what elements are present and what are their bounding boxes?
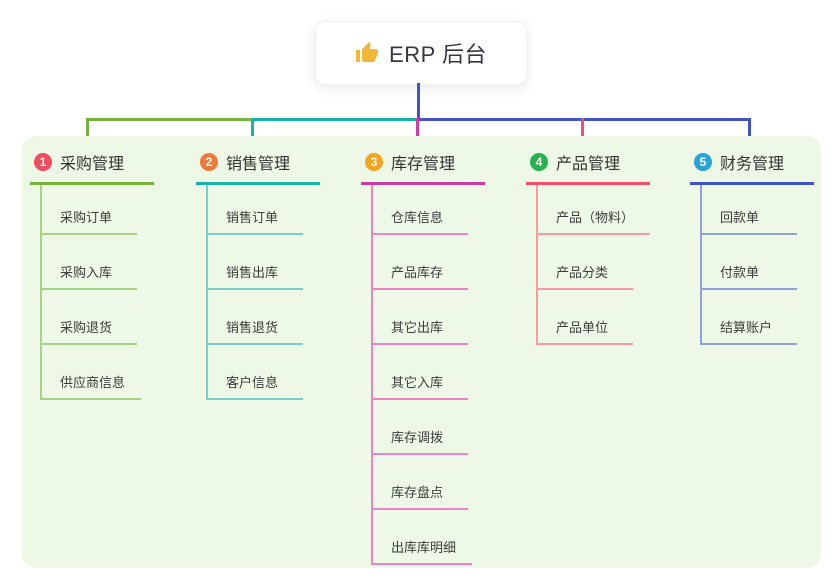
node-product-stock[interactable]: 产品库存 xyxy=(371,235,468,290)
branch-inventory: 3 库存管理 仓库信息 产品库存 其它出库 其它入库 库存调拨 库存盘点 出库库… xyxy=(361,146,511,565)
node-product-material[interactable]: 产品（物料） xyxy=(536,185,651,235)
node-payment-bill[interactable]: 付款单 xyxy=(700,235,797,290)
node-product-category[interactable]: 产品分类 xyxy=(536,235,633,290)
node-supplier-info[interactable]: 供应商信息 xyxy=(40,345,142,400)
node-outbound-detail[interactable]: 出库库明细 xyxy=(371,510,473,565)
node-customer-info[interactable]: 客户信息 xyxy=(206,345,303,400)
node-purchase-return[interactable]: 采购退货 xyxy=(40,290,137,345)
branch-header-inventory[interactable]: 3 库存管理 xyxy=(361,146,485,185)
branch-header-sales[interactable]: 2 销售管理 xyxy=(196,146,320,185)
root-node-erp[interactable]: ERP 后台 xyxy=(315,21,527,85)
branch-header-finance[interactable]: 5 财务管理 xyxy=(690,146,814,185)
node-sales-return[interactable]: 销售退货 xyxy=(206,290,303,345)
branch-title: 销售管理 xyxy=(226,156,291,173)
branch-title: 财务管理 xyxy=(720,156,785,173)
thumbs-up-icon xyxy=(355,41,379,65)
connector-drop-inventory xyxy=(416,118,419,145)
root-title: ERP 后台 xyxy=(389,42,487,67)
node-purchase-order[interactable]: 采购订单 xyxy=(40,185,137,235)
connector-bus-left xyxy=(86,118,253,121)
node-sales-order[interactable]: 销售订单 xyxy=(206,185,303,235)
node-other-inbound[interactable]: 其它入库 xyxy=(371,345,468,400)
connector-root-drop xyxy=(417,83,420,118)
node-product-unit[interactable]: 产品单位 xyxy=(536,290,633,345)
branch-header-product[interactable]: 4 产品管理 xyxy=(526,146,650,185)
branch-sales: 2 销售管理 销售订单 销售出库 销售退货 客户信息 xyxy=(196,146,346,400)
node-receipt-bill[interactable]: 回款单 xyxy=(700,185,797,235)
badge-3: 3 xyxy=(365,153,383,171)
node-warehouse-info[interactable]: 仓库信息 xyxy=(371,185,468,235)
badge-5: 5 xyxy=(694,153,712,171)
node-stock-transfer[interactable]: 库存调拨 xyxy=(371,400,468,455)
branch-title: 采购管理 xyxy=(60,156,125,173)
connector-drop-sales xyxy=(251,118,254,145)
badge-4: 4 xyxy=(530,153,548,171)
branches-panel xyxy=(22,136,821,568)
node-settlement-account[interactable]: 结算账户 xyxy=(700,290,797,345)
connector-bus-right xyxy=(417,118,751,121)
node-other-outbound[interactable]: 其它出库 xyxy=(371,290,468,345)
node-purchase-inbound[interactable]: 采购入库 xyxy=(40,235,137,290)
node-stock-count[interactable]: 库存盘点 xyxy=(371,455,468,510)
node-sales-outbound[interactable]: 销售出库 xyxy=(206,235,303,290)
branch-purchase: 1 采购管理 采购订单 采购入库 采购退货 供应商信息 xyxy=(30,146,180,400)
branch-finance: 5 财务管理 回款单 付款单 结算账户 xyxy=(690,146,839,345)
connector-drop-product xyxy=(581,118,584,145)
connector-drop-finance xyxy=(748,118,751,145)
connector-drop-purchase xyxy=(86,118,89,145)
branch-title: 产品管理 xyxy=(556,156,621,173)
branch-title: 库存管理 xyxy=(391,156,456,173)
branch-header-purchase[interactable]: 1 采购管理 xyxy=(30,146,154,185)
badge-1: 1 xyxy=(34,153,52,171)
branch-product: 4 产品管理 产品（物料） 产品分类 产品单位 xyxy=(526,146,676,345)
connector-bus-mid xyxy=(251,118,419,121)
badge-2: 2 xyxy=(200,153,218,171)
